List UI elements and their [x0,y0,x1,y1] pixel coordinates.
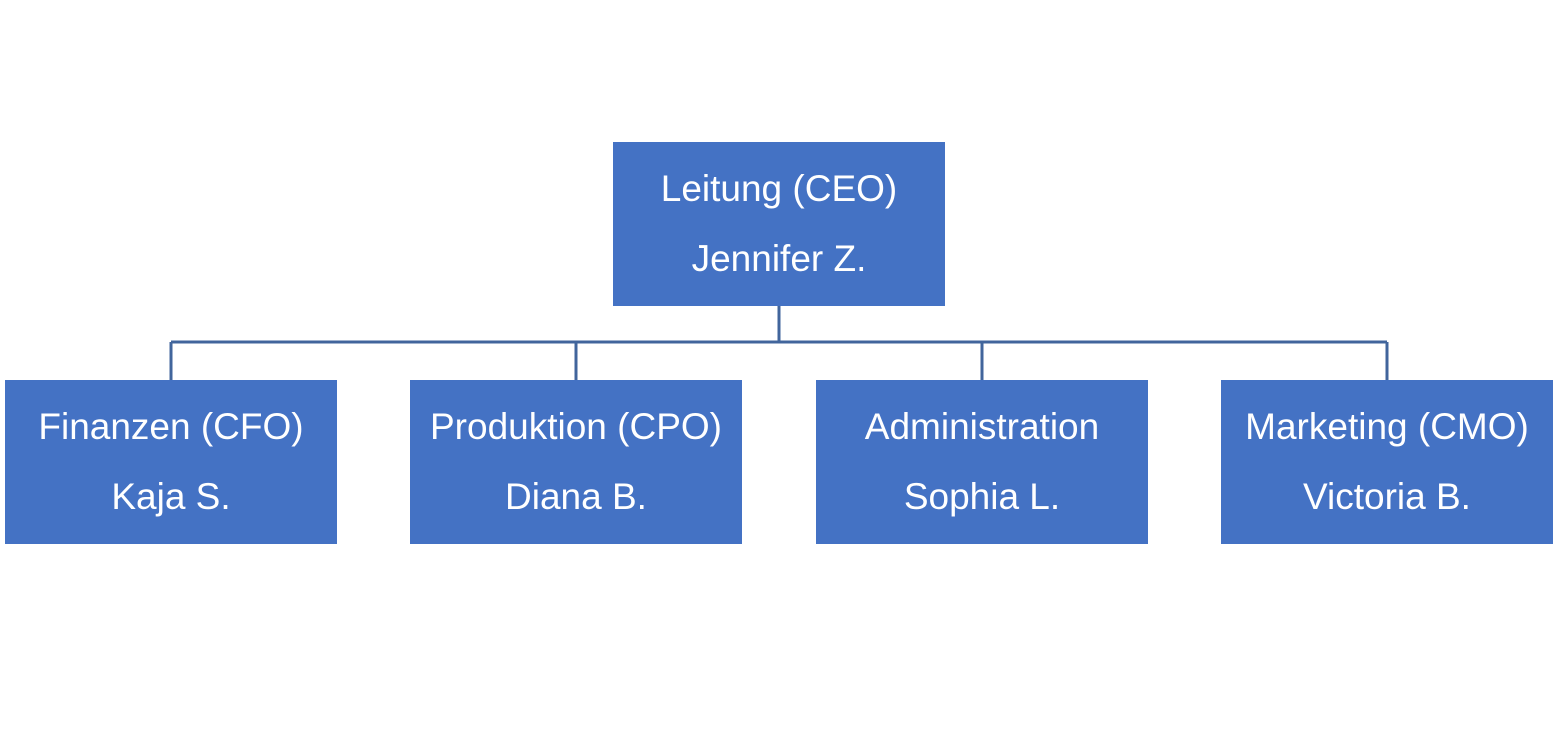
node-person-name: Sophia L. [903,476,1061,517]
node-person-name: Jennifer Z. [691,238,867,279]
node-title: Produktion (CPO) [430,406,722,447]
org-node-cfo: Finanzen (CFO) Kaja S. [5,380,337,544]
node-person-name: Diana B. [505,476,647,517]
org-node-cmo: Marketing (CMO) Victoria B. [1221,380,1553,544]
node-person-name: Victoria B. [1303,476,1471,517]
org-node-ceo: Leitung (CEO) Jennifer Z. [613,142,945,306]
org-node-administration: Administration Sophia L. [816,380,1148,544]
node-title: Administration [864,406,1100,447]
node-title: Leitung (CEO) [660,168,898,209]
org-node-cpo: Produktion (CPO) Diana B. [410,380,742,544]
node-person-name: Kaja S. [111,476,231,517]
node-title: Marketing (CMO) [1245,406,1529,447]
node-title: Finanzen (CFO) [38,406,304,447]
